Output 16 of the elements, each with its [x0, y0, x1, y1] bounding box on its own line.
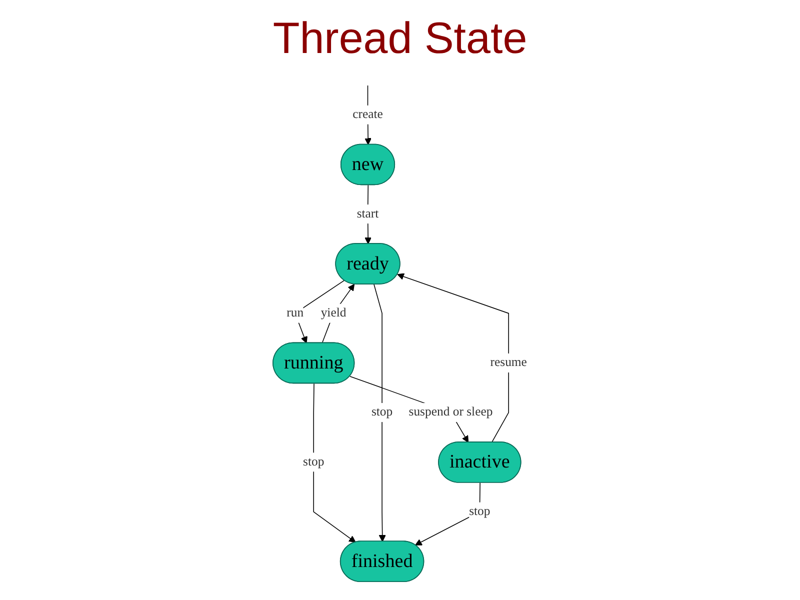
edge-label: stop: [303, 455, 324, 469]
edge-label: yield: [320, 306, 346, 320]
edge-label: start: [356, 206, 379, 220]
arrow: [364, 184, 372, 244]
arrow: [350, 376, 469, 443]
diagram-title: Thread State: [272, 14, 528, 64]
arrow: [415, 482, 481, 546]
arrow: [397, 273, 510, 443]
edge-label: suspend or sleep: [408, 405, 493, 419]
edge-label: stop: [469, 504, 490, 518]
edge-label: resume: [490, 356, 527, 370]
edge-label: create: [352, 108, 383, 122]
arrow: [374, 284, 386, 542]
edge-label: stop: [372, 405, 393, 419]
arrow: [313, 383, 356, 543]
edge-label: run: [286, 306, 304, 320]
